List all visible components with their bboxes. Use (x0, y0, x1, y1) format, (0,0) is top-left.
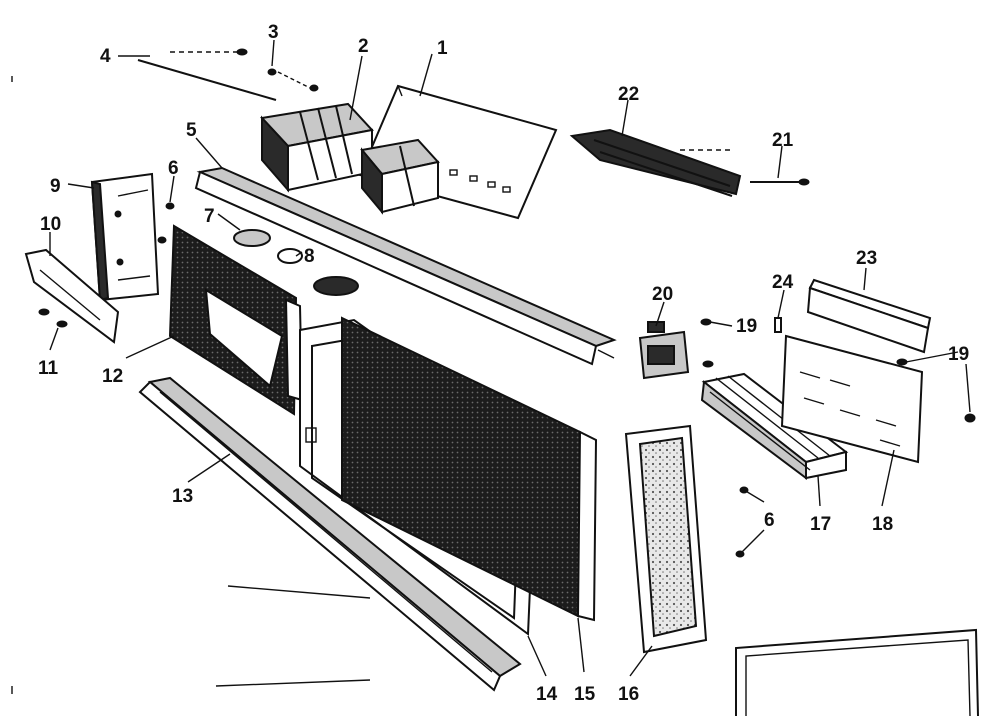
callout-5: 5 (186, 120, 197, 141)
part-11-screws (38, 308, 68, 328)
part-12-left-grille (168, 224, 304, 416)
part-7-8-knobs (233, 229, 359, 296)
part-18-label-plate (780, 334, 924, 464)
part-5-top-trim (194, 166, 617, 366)
part-17-louver-block (700, 372, 849, 480)
callout-24: 24 (772, 272, 794, 293)
callout-20: 20 (652, 284, 673, 305)
part-23-handle-bar (806, 278, 932, 354)
callout-6-left: 6 (168, 158, 179, 179)
part-2-switch-block (259, 102, 440, 215)
part-9-side-bracket (90, 172, 160, 302)
callout-14: 14 (536, 684, 558, 705)
callout-23: 23 (856, 248, 877, 269)
callout-11: 11 (38, 358, 59, 379)
callout-3: 3 (268, 22, 279, 43)
callout-19-middle: 19 (736, 316, 757, 337)
callout-2: 2 (358, 36, 369, 57)
callout-7: 7 (204, 206, 215, 227)
callout-13: 13 (172, 486, 193, 507)
reference-lines (11, 76, 371, 694)
part-20-switch (638, 321, 690, 380)
part-13-bottom-trim (138, 376, 522, 692)
part-15-main-grille (341, 316, 598, 622)
callout-9: 9 (50, 176, 61, 197)
callout-10: 10 (40, 214, 61, 235)
leader-lines (49, 39, 971, 677)
callout-16: 16 (618, 684, 639, 705)
callout-8: 8 (304, 246, 315, 267)
callout-18: 18 (872, 514, 893, 535)
callout-4: 4 (100, 46, 111, 67)
part-21-22-rods (569, 128, 810, 197)
part-16-filter-door (624, 424, 708, 654)
part-10-side-plate (24, 248, 120, 344)
misc-screws (157, 202, 976, 558)
callout-labels: 1 2 3 4 5 6 6 7 8 9 10 11 12 13 14 15 16… (38, 22, 969, 705)
callout-6-right: 6 (764, 510, 775, 531)
callout-21: 21 (772, 130, 794, 151)
callout-22: 22 (618, 84, 639, 105)
callout-1: 1 (437, 38, 448, 59)
part-24-clip (774, 317, 782, 333)
callout-12: 12 (102, 366, 123, 387)
callout-19-right: 19 (948, 344, 969, 365)
callout-17: 17 (810, 514, 831, 535)
housing-corner (735, 628, 979, 717)
part-3-4-screws-rod (137, 48, 319, 101)
callout-15: 15 (574, 684, 596, 705)
